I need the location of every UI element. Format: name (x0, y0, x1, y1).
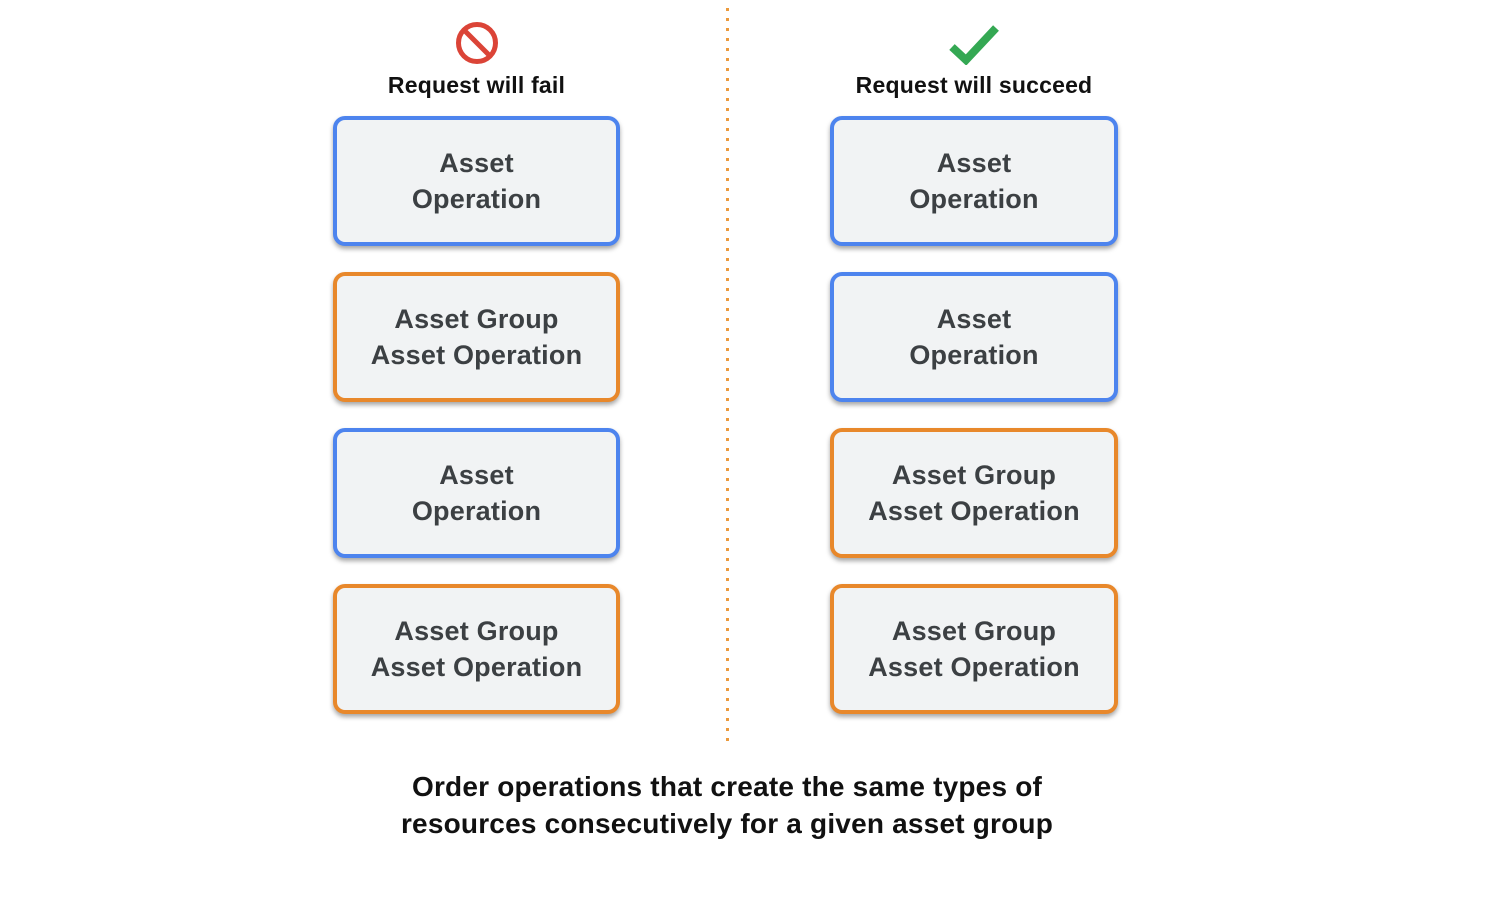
box-label-line: Asset Operation (370, 340, 583, 370)
box-label-line: Asset (439, 460, 514, 490)
box-label-line: Asset Group (891, 616, 1057, 646)
asset-group-asset-operation-box: Asset Group Asset Operation (830, 428, 1118, 558)
box-label-line: Asset Operation (370, 652, 583, 682)
box-label-line: Asset (936, 148, 1012, 178)
caption-line-2: resources consecutively for a given asse… (400, 808, 1054, 839)
checkmark-icon (830, 20, 1118, 66)
box-label-line: Asset (439, 148, 514, 178)
no-symbol-icon (333, 20, 620, 66)
box-label-line: Operation (909, 340, 1039, 370)
caption-line-1: Order operations that create the same ty… (411, 771, 1043, 802)
asset-operation-box: Asset Operation (830, 272, 1118, 402)
fail-box-list: Asset Operation Asset Group Asset Operat… (333, 116, 620, 714)
asset-group-asset-operation-box: Asset Group Asset Operation (333, 584, 620, 714)
asset-operation-box: Asset Operation (333, 428, 620, 558)
asset-operation-box: Asset Operation (333, 116, 620, 246)
box-label-line: Asset (936, 304, 1012, 334)
box-label-line: Operation (909, 184, 1039, 214)
box-label-line: Asset Group (891, 460, 1057, 490)
request-fail-column: Request will fail Asset Operation Asset … (333, 20, 620, 714)
request-succeed-column: Request will succeed Asset Operation Ass… (830, 20, 1118, 714)
box-label-line: Asset Operation (868, 652, 1080, 682)
box-label-line: Asset Operation (868, 496, 1080, 526)
asset-operation-box: Asset Operation (830, 116, 1118, 246)
box-label-line: Operation (411, 496, 542, 526)
box-label-line: Operation (411, 184, 542, 214)
box-label-line: Asset Group (394, 304, 559, 334)
box-label-line: Asset Group (394, 616, 559, 646)
dotted-divider (726, 8, 729, 746)
asset-group-asset-operation-box: Asset Group Asset Operation (333, 272, 620, 402)
diagram-caption: Order operations that create the same ty… (0, 768, 1454, 842)
success-column-title: Request will succeed (855, 72, 1093, 98)
success-box-list: Asset Operation Asset Operation Asset Gr… (830, 116, 1118, 714)
asset-group-asset-operation-box: Asset Group Asset Operation (830, 584, 1118, 714)
fail-column-title: Request will fail (387, 72, 566, 98)
